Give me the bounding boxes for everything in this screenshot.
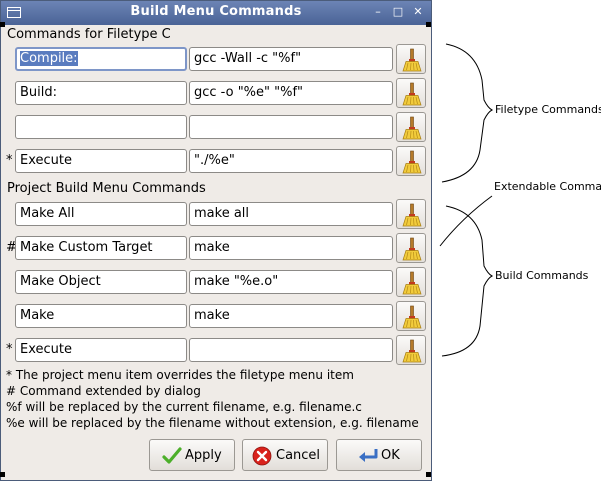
filetype-section-label: Commands for Filetype C bbox=[7, 27, 171, 42]
broom-icon bbox=[402, 203, 422, 227]
maximize-icon[interactable]: □ bbox=[392, 5, 404, 18]
broom-icon bbox=[402, 237, 422, 261]
minimize-icon[interactable]: – bbox=[375, 5, 381, 18]
filetype-clear-button-3[interactable] bbox=[396, 112, 426, 142]
title-bar[interactable]: Build Menu Commands – □ ✕ bbox=[1, 1, 431, 25]
resize-handle-top-right[interactable] bbox=[426, 22, 431, 27]
project-label-field-3[interactable]: Make Object bbox=[15, 270, 187, 294]
broom-icon bbox=[402, 150, 422, 174]
override-marker: * bbox=[6, 153, 13, 168]
annotation-extendable-command: Extendable Command bbox=[494, 180, 601, 193]
project-command-field-2[interactable]: make bbox=[189, 236, 393, 260]
project-section-label: Project Build Menu Commands bbox=[7, 181, 206, 196]
ok-label: OK bbox=[381, 448, 400, 463]
broom-icon bbox=[402, 305, 422, 329]
ok-button[interactable]: OK bbox=[336, 439, 422, 471]
filetype-command-field-4[interactable]: "./%e" bbox=[189, 149, 393, 173]
cancel-button[interactable]: Cancel bbox=[242, 439, 328, 471]
override-marker: * bbox=[6, 342, 13, 357]
annotation-build-commands: Build Commands bbox=[495, 269, 589, 282]
project-label-field-4[interactable]: Make bbox=[15, 304, 187, 328]
broom-icon bbox=[402, 271, 422, 295]
broom-icon bbox=[402, 82, 422, 106]
project-command-field-5[interactable] bbox=[189, 338, 393, 362]
return-arrow-icon bbox=[359, 449, 378, 462]
window-title: Build Menu Commands bbox=[130, 4, 302, 19]
project-clear-button-5[interactable] bbox=[396, 335, 426, 365]
window-menu-icon[interactable] bbox=[7, 7, 21, 18]
project-clear-button-1[interactable] bbox=[396, 199, 426, 229]
note-override: * The project menu item overrides the fi… bbox=[6, 368, 354, 382]
filetype-clear-button-2[interactable] bbox=[396, 78, 426, 108]
project-label-field-2[interactable]: Make Custom Target bbox=[15, 236, 187, 260]
close-icon[interactable]: ✕ bbox=[413, 5, 423, 18]
filetype-command-field-2[interactable]: gcc -o "%e" "%f" bbox=[189, 81, 393, 105]
resize-handle-bottom-left[interactable] bbox=[0, 472, 5, 477]
build-menu-dialog: Build Menu Commands – □ ✕ Commands for F… bbox=[0, 0, 432, 481]
project-command-field-1[interactable]: make all bbox=[189, 202, 393, 226]
apply-button[interactable]: Apply bbox=[149, 439, 235, 471]
broom-icon bbox=[402, 48, 422, 72]
filetype-clear-button-4[interactable] bbox=[396, 146, 426, 176]
project-label-field-5[interactable]: Execute bbox=[15, 338, 187, 362]
filetype-clear-button-1[interactable] bbox=[396, 44, 426, 74]
filetype-command-field-1[interactable]: gcc -Wall -c "%f" bbox=[189, 47, 393, 71]
project-label-field-1[interactable]: Make All bbox=[15, 202, 187, 226]
project-command-field-3[interactable]: make "%e.o" bbox=[189, 270, 393, 294]
filetype-label-field-3[interactable] bbox=[15, 115, 187, 139]
apply-label: Apply bbox=[185, 448, 222, 463]
broom-icon bbox=[402, 339, 422, 363]
annotation-brackets bbox=[439, 43, 494, 357]
note-filename: %f will be replaced by the current filen… bbox=[6, 400, 362, 414]
project-command-field-4[interactable]: make bbox=[189, 304, 393, 328]
broom-icon bbox=[402, 116, 422, 140]
note-extension: %e will be replaced by the filename with… bbox=[6, 416, 419, 430]
project-clear-button-4[interactable] bbox=[396, 301, 426, 331]
project-clear-button-3[interactable] bbox=[396, 267, 426, 297]
extended-marker: # bbox=[6, 240, 17, 255]
cancel-label: Cancel bbox=[276, 448, 321, 463]
filetype-command-field-3[interactable] bbox=[189, 115, 393, 139]
filetype-label-field-4[interactable]: Execute bbox=[15, 149, 187, 173]
filetype-label-field-2[interactable]: Build: bbox=[15, 81, 187, 105]
cancel-icon bbox=[252, 446, 272, 466]
resize-handle-bottom-right[interactable] bbox=[426, 472, 431, 477]
check-icon bbox=[162, 447, 182, 464]
note-extended: # Command extended by dialog bbox=[6, 384, 201, 398]
project-clear-button-2[interactable] bbox=[396, 233, 426, 263]
annotation-filetype-commands: Filetype Commands bbox=[495, 103, 601, 116]
filetype-label-field-1[interactable]: Compile: bbox=[15, 47, 187, 71]
resize-handle-top-left[interactable] bbox=[0, 22, 5, 27]
